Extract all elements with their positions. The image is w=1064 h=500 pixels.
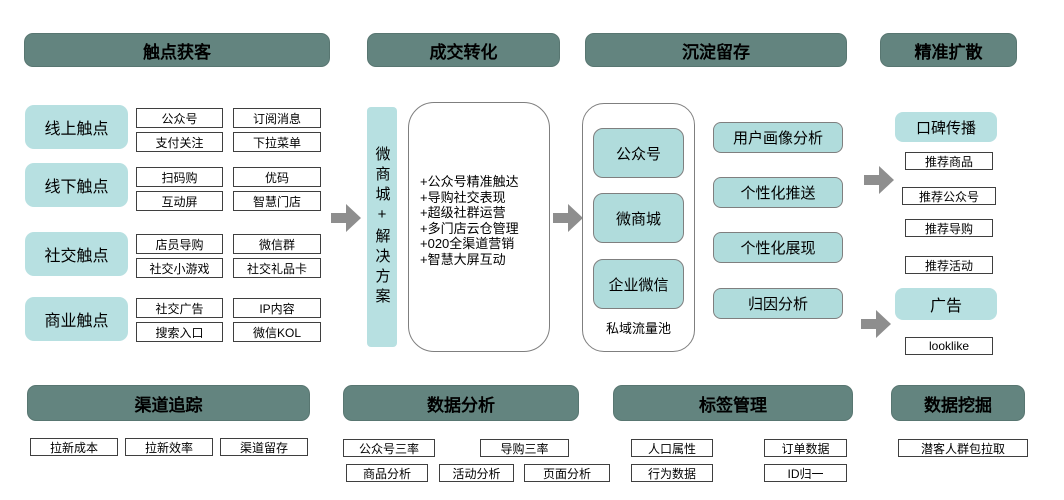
arrow-right-icon: [553, 204, 583, 232]
touchpoint-group-label-social: 社交触点: [25, 232, 128, 276]
touchpoint-item: IP内容: [233, 298, 321, 318]
touchpoint-item: 订阅消息: [233, 108, 321, 128]
section-header-tag-management: 标签管理: [613, 385, 853, 421]
diffusion-item: 推荐导购: [905, 219, 993, 237]
ads-label: 广告: [895, 288, 997, 320]
metric-item: 人口属性: [631, 439, 713, 457]
section-header-data-mining: 数据挖掘: [891, 385, 1025, 421]
metric-item: 行为数据: [631, 464, 713, 482]
metric-item: 页面分析: [524, 464, 610, 482]
diffusion-item: 推荐活动: [905, 256, 993, 274]
retention-capability: 个性化展现: [713, 232, 843, 263]
touchpoint-item: 社交小游戏: [136, 258, 223, 278]
solution-item: +导购社交表现: [420, 189, 506, 205]
retention-capability: 用户画像分析: [713, 122, 843, 153]
pool-label: 私域流量池: [605, 321, 671, 336]
touchpoint-group-social: 店员导购 微信群 社交小游戏 社交礼品卡: [136, 234, 321, 278]
solution-item: +多门店云仓管理: [420, 220, 519, 236]
pool-item: 微商城: [593, 193, 684, 243]
section-header-acquisition: 触点获客: [24, 33, 330, 67]
touchpoint-group-label-online: 线上触点: [25, 105, 128, 149]
touchpoint-group-offline: 扫码购 优码 互动屏 智慧门店: [136, 167, 321, 211]
solution-item: +公众号精准触达: [420, 174, 519, 189]
touchpoint-item: 微信KOL: [233, 322, 321, 342]
section-header-data-analysis: 数据分析: [343, 385, 579, 421]
metric-item: 订单数据: [764, 439, 847, 457]
metric-item: 拉新成本: [30, 438, 118, 456]
metric-item: 公众号三率: [343, 439, 435, 457]
touchpoint-item: 公众号: [136, 108, 223, 128]
solution-item: +智慧大屏互动: [420, 251, 506, 267]
diffusion-item: 推荐公众号: [902, 187, 996, 205]
touchpoint-item: 下拉菜单: [233, 132, 321, 152]
solution-item: +020全渠道营销: [420, 236, 515, 251]
touchpoint-group-label-offline: 线下触点: [25, 163, 128, 207]
metric-item: 拉新效率: [125, 438, 213, 456]
touchpoint-item: 优码: [233, 167, 321, 187]
touchpoint-group-commercial: 社交广告 IP内容 搜索入口 微信KOL: [136, 298, 321, 342]
metric-item: 渠道留存: [220, 438, 308, 456]
section-header-retention: 沉淀留存: [585, 33, 847, 67]
solution-item: +超级社群运营: [420, 205, 506, 220]
arrow-right-icon: [864, 166, 894, 194]
retention-capability: 归因分析: [713, 288, 843, 319]
touchpoint-item: 智慧门店: [233, 191, 321, 211]
touchpoint-item: 互动屏: [136, 191, 223, 211]
retention-capability: 个性化推送: [713, 177, 843, 208]
conversion-solution-bar: 微商城+解决方案: [367, 107, 397, 347]
private-traffic-pool: 公众号 微商城 企业微信 私域流量池: [582, 103, 695, 352]
section-header-diffusion: 精准扩散: [880, 33, 1017, 67]
touchpoint-item: 扫码购: [136, 167, 223, 187]
pool-item: 企业微信: [593, 259, 684, 309]
touchpoint-group-label-commercial: 商业触点: [25, 297, 128, 341]
touchpoint-item: 店员导购: [136, 234, 223, 254]
touchpoint-item: 微信群: [233, 234, 321, 254]
metric-item: 潜客人群包拉取: [898, 439, 1028, 457]
touchpoint-item: 搜索入口: [136, 322, 223, 342]
metric-item: 商品分析: [346, 464, 428, 482]
section-header-conversion: 成交转化: [367, 33, 560, 67]
word-of-mouth-label: 口碑传播: [895, 112, 997, 142]
touchpoint-item: 社交广告: [136, 298, 223, 318]
conversion-solution-panel: +公众号精准触达 +导购社交表现 +超级社群运营 +多门店云仓管理 +020全渠…: [408, 102, 550, 352]
metric-item: 导购三率: [480, 439, 569, 457]
touchpoint-item: 社交礼品卡: [233, 258, 321, 278]
pool-item: 公众号: [593, 128, 684, 178]
arrow-right-icon: [861, 310, 891, 338]
diffusion-item: looklike: [905, 337, 993, 355]
diffusion-item: 推荐商品: [905, 152, 993, 170]
touchpoint-group-online: 公众号 订阅消息 支付关注 下拉菜单: [136, 108, 321, 152]
section-header-channel-tracking: 渠道追踪: [27, 385, 310, 421]
arrow-right-icon: [331, 204, 361, 232]
metric-item: 活动分析: [439, 464, 514, 482]
touchpoint-item: 支付关注: [136, 132, 223, 152]
solution-list: +公众号精准触达 +导购社交表现 +超级社群运营 +多门店云仓管理 +020全渠…: [420, 174, 519, 267]
metric-item: ID归一: [764, 464, 847, 482]
